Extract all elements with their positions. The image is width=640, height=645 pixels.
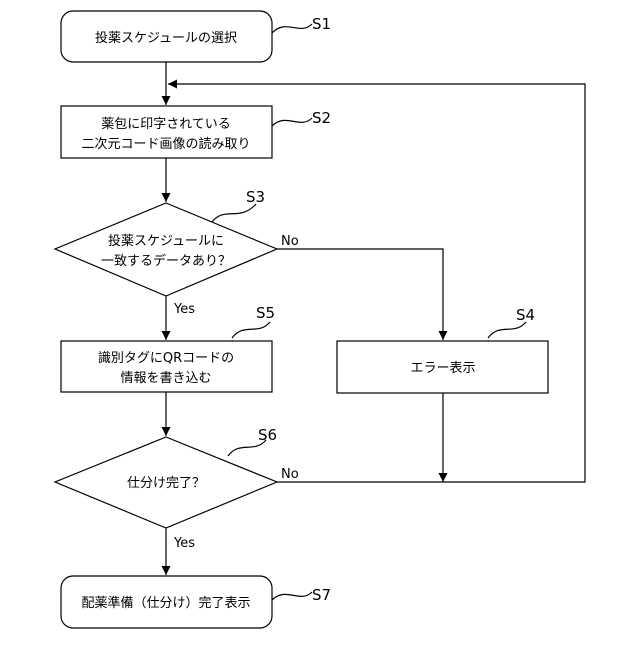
step-s6-label: S6 xyxy=(258,426,277,444)
step-s4-label: S4 xyxy=(516,306,535,324)
step-s1-label: S1 xyxy=(312,15,331,33)
step-s6-text: 仕分け完了？ xyxy=(127,476,205,491)
step-s2-text-line2: 二次元コード画像の読み取り xyxy=(81,136,250,152)
step-s4-leader xyxy=(488,322,526,338)
step-s5-text-line2: 情報を書き込む xyxy=(120,371,211,386)
step-s5-text-line1: 識別タグにQRコードの xyxy=(98,351,234,366)
step-s2-label: S2 xyxy=(312,109,331,127)
step-s3-yes-label: Yes xyxy=(173,302,195,317)
step-s6-no-label: No xyxy=(281,467,299,482)
step-s3-diamond xyxy=(55,203,277,296)
step-s3-text-line2: 一致するデータあり？ xyxy=(101,253,231,269)
step-s7-label: S7 xyxy=(312,586,331,604)
step-s1-leader xyxy=(272,24,312,33)
step-s3-no-label: No xyxy=(281,234,299,249)
step-s7-text: 配薬準備（仕分け）完了表示 xyxy=(81,595,250,611)
step-s4-text: エラー表示 xyxy=(410,361,475,376)
step-s3-leader xyxy=(212,204,256,222)
step-s5-leader xyxy=(232,322,270,338)
step-s2-text-line1: 薬包に印字されている xyxy=(101,117,231,132)
step-s3-text-line1: 投薬スケジュールに xyxy=(108,233,224,249)
step-s7-leader xyxy=(272,592,312,600)
step-s3-label: S3 xyxy=(246,188,265,206)
step-s6-yes-label: Yes xyxy=(173,536,195,551)
step-s5-label: S5 xyxy=(256,304,275,322)
connector-s3-no-s4 xyxy=(277,249,443,340)
step-s1-text: 投薬スケジュールの選択 xyxy=(95,30,237,46)
step-s2-leader xyxy=(272,118,312,126)
